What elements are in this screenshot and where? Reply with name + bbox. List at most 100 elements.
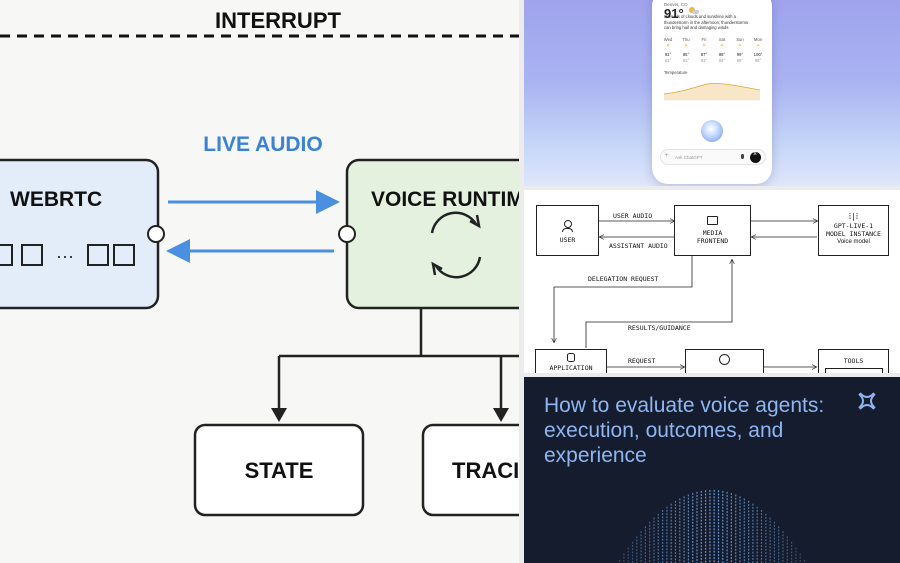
wave-dot bbox=[722, 494, 724, 496]
wave-dot bbox=[726, 495, 728, 497]
wave-dot bbox=[778, 552, 780, 554]
wave-dot bbox=[644, 552, 646, 554]
high-temp: 100° bbox=[753, 52, 763, 57]
wave-dot bbox=[657, 520, 659, 522]
wave-dot bbox=[782, 544, 784, 546]
wave-dot bbox=[786, 539, 788, 542]
wave-dot bbox=[687, 526, 689, 529]
wave-dot bbox=[773, 541, 775, 543]
wave-dot bbox=[692, 534, 694, 537]
wave-dot bbox=[662, 558, 664, 560]
wave-dot bbox=[683, 515, 685, 518]
plus-icon[interactable]: + bbox=[665, 153, 669, 159]
wave-dot bbox=[687, 552, 689, 554]
wave-dot bbox=[666, 535, 668, 538]
flow-connectors bbox=[524, 190, 900, 373]
dot-wave-graphic bbox=[619, 490, 806, 563]
chat-input-bar[interactable]: + Ask ChatGPT × bbox=[660, 149, 766, 165]
wave-dot bbox=[700, 503, 702, 506]
high-temp: 99° bbox=[736, 52, 744, 57]
wave-dot bbox=[700, 551, 702, 554]
wave-dot bbox=[752, 510, 754, 512]
article-card[interactable]: How to evaluate voice agents: execution,… bbox=[524, 377, 900, 563]
wave-dot bbox=[765, 539, 767, 542]
user-icon-body bbox=[562, 228, 573, 232]
tool-slot bbox=[824, 368, 883, 373]
wave-dot bbox=[692, 537, 694, 540]
wave-dot bbox=[705, 531, 707, 534]
wave-dot bbox=[670, 558, 672, 560]
wave-dot bbox=[765, 532, 767, 535]
wave-dot bbox=[739, 515, 741, 518]
wave-dot bbox=[726, 527, 728, 529]
wave-dot bbox=[666, 554, 668, 557]
wave-dot bbox=[730, 560, 732, 563]
wave-dot bbox=[687, 501, 689, 503]
wave-dot bbox=[696, 511, 698, 513]
wave-dot bbox=[722, 497, 724, 500]
voice-mode-button[interactable]: × bbox=[750, 151, 761, 163]
temperature-section-label: Temperature bbox=[664, 70, 688, 75]
wave-dot bbox=[752, 542, 754, 544]
wave-dot bbox=[739, 531, 741, 534]
wave-dot bbox=[687, 542, 689, 545]
wave-dot bbox=[644, 548, 646, 551]
wave-dot bbox=[687, 533, 689, 535]
wave-dot bbox=[713, 496, 715, 499]
wave-dot bbox=[657, 539, 659, 542]
wave-dot bbox=[709, 531, 711, 534]
wave-dot bbox=[756, 513, 758, 515]
wave-dot bbox=[743, 520, 745, 523]
wave-dot bbox=[640, 553, 642, 556]
wave-dot bbox=[692, 515, 694, 518]
wave-dot bbox=[662, 513, 664, 515]
wave-dot bbox=[722, 529, 724, 532]
wave-dot bbox=[674, 500, 677, 503]
weather-day-icon: ☀ bbox=[719, 43, 725, 49]
wave-dot bbox=[730, 512, 732, 515]
wave-dot bbox=[692, 499, 694, 502]
wave-dot bbox=[674, 523, 677, 526]
wave-dot bbox=[692, 553, 694, 556]
wave-dot bbox=[803, 560, 806, 562]
microphone-icon[interactable] bbox=[741, 154, 744, 159]
wave-dot bbox=[726, 523, 728, 526]
wave-dot bbox=[752, 535, 754, 538]
wave-dot bbox=[696, 501, 698, 504]
wave-dot bbox=[670, 561, 672, 563]
wave-dot bbox=[748, 507, 750, 510]
wave-dot bbox=[717, 557, 720, 560]
wave-dot bbox=[739, 525, 741, 527]
wave-dot bbox=[743, 524, 745, 526]
wave-dot bbox=[696, 491, 698, 494]
input-placeholder: Ask ChatGPT bbox=[675, 154, 703, 160]
wave-dot bbox=[786, 558, 788, 561]
wave-dot bbox=[670, 551, 672, 554]
wave-dot bbox=[726, 507, 728, 510]
wave-dot bbox=[627, 557, 629, 559]
wave-dot bbox=[713, 509, 715, 511]
wave-dot bbox=[683, 522, 685, 524]
wave-dot bbox=[717, 544, 720, 547]
voice-orb[interactable] bbox=[701, 120, 723, 142]
wave-dot bbox=[666, 561, 668, 563]
wave-dot bbox=[700, 516, 702, 519]
wave-dot bbox=[765, 548, 767, 551]
wave-dot bbox=[735, 561, 737, 563]
wave-dot bbox=[683, 512, 685, 515]
wave-dot bbox=[717, 560, 720, 563]
wave-dot bbox=[700, 545, 702, 548]
wave-dot bbox=[636, 542, 638, 545]
wave-dot bbox=[657, 558, 659, 561]
ellipsis-label: ··· bbox=[56, 246, 74, 266]
wave-dot bbox=[683, 525, 685, 527]
wave-dot bbox=[709, 502, 711, 505]
wave-dot bbox=[752, 554, 754, 557]
wave-dot bbox=[644, 539, 646, 541]
wave-dot bbox=[700, 506, 702, 509]
wave-dot bbox=[791, 548, 793, 550]
media-frontend-label: FRONTEND bbox=[696, 236, 729, 245]
wave-dot bbox=[705, 538, 707, 541]
wave-dot bbox=[640, 544, 642, 546]
wave-dot bbox=[657, 552, 659, 554]
